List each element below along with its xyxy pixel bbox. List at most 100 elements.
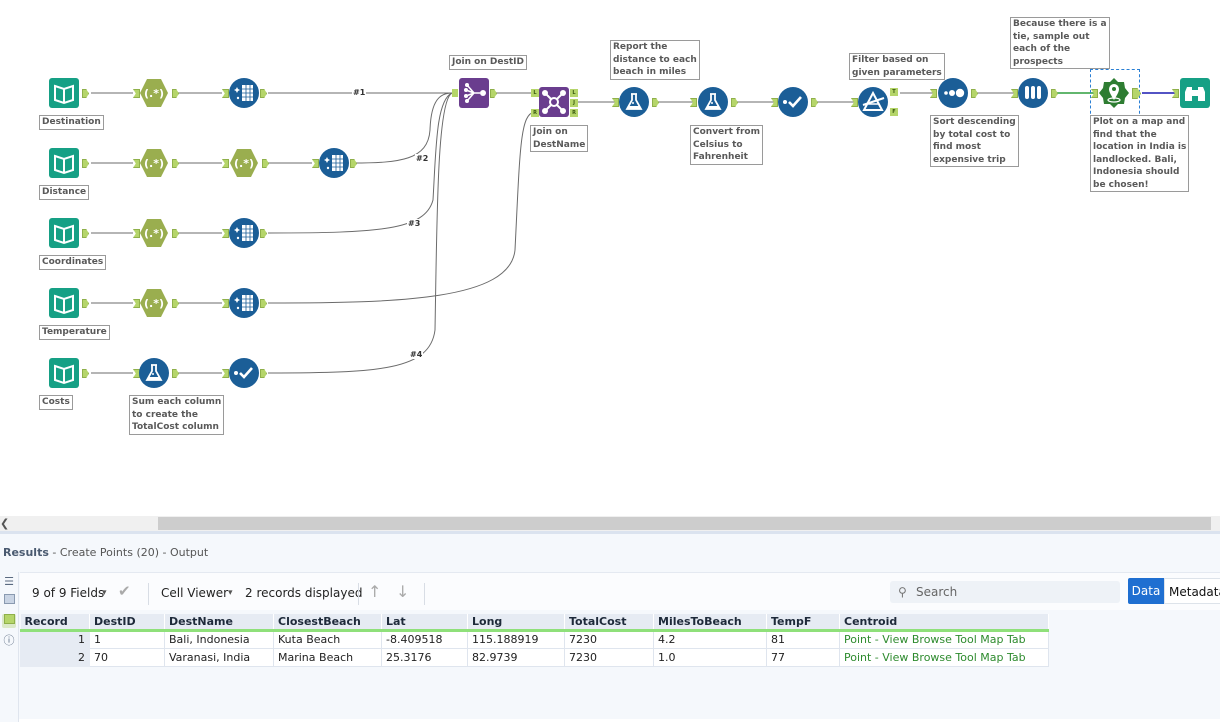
input-data-tool-costs[interactable]: [49, 358, 79, 388]
output-anchor[interactable]: [260, 89, 267, 98]
regex-tool[interactable]: (.*): [229, 148, 259, 178]
column-header[interactable]: TotalCost: [564, 614, 654, 632]
select-tool[interactable]: [229, 358, 259, 388]
tab-metadata[interactable]: Metadata: [1164, 578, 1220, 604]
select-tool[interactable]: [778, 87, 808, 117]
output-anchor[interactable]: [260, 299, 267, 308]
auto-field-tool[interactable]: [229, 78, 259, 108]
filter-tool[interactable]: [858, 87, 888, 117]
workflow-canvas[interactable]: Destination (.*) #1 Distance (.*) (.*) #…: [0, 0, 1220, 516]
list-icon[interactable]: ☰: [4, 575, 14, 588]
fields-dropdown[interactable]: 9 of 9 Fields: [32, 586, 105, 600]
table-cell[interactable]: 77: [766, 647, 840, 667]
browse-tool[interactable]: [1180, 78, 1210, 108]
join-join-output[interactable]: J: [570, 99, 578, 107]
table-cell-spatial[interactable]: Point - View Browse Tool Map Tab: [839, 647, 1049, 667]
output-anchor[interactable]: [82, 299, 89, 308]
output-anchor[interactable]: [731, 98, 738, 107]
input-anchor-icon[interactable]: [2, 594, 16, 608]
canvas-horizontal-scrollbar[interactable]: ❮: [0, 516, 1220, 531]
join-tool[interactable]: [539, 87, 569, 117]
table-cell[interactable]: -8.409518: [381, 629, 468, 649]
tab-data[interactable]: Data: [1128, 578, 1164, 604]
table-cell[interactable]: 1: [89, 629, 165, 649]
output-anchor[interactable]: [172, 159, 179, 168]
multi-input-anchor[interactable]: [452, 89, 458, 97]
chevron-down-icon[interactable]: ▾: [228, 588, 233, 598]
table-row[interactable]: 1 1 Bali, Indonesia Kuta Beach -8.409518…: [20, 629, 1049, 649]
table-cell[interactable]: 115.188919: [467, 629, 565, 649]
column-header[interactable]: Record: [20, 614, 90, 632]
help-icon[interactable]: ⓘ: [3, 634, 15, 647]
table-cell[interactable]: 81: [766, 629, 840, 649]
scrollbar-thumb[interactable]: [158, 517, 1211, 530]
scroll-left-icon[interactable]: ❮: [0, 517, 10, 530]
table-cell[interactable]: 4.2: [653, 629, 767, 649]
output-anchor[interactable]: [971, 89, 978, 98]
regex-tool[interactable]: (.*): [139, 218, 169, 248]
search-input[interactable]: ⚲Search: [890, 581, 1120, 603]
cell-viewer-dropdown[interactable]: Cell Viewer: [161, 586, 229, 600]
output-anchor[interactable]: [82, 369, 89, 378]
column-header[interactable]: Centroid: [839, 614, 1049, 632]
join-multiple-tool[interactable]: [459, 78, 489, 108]
table-cell[interactable]: 70: [89, 647, 165, 667]
arrow-down-icon[interactable]: ↓: [396, 582, 410, 601]
column-header[interactable]: DestID: [89, 614, 165, 632]
output-anchor[interactable]: [1132, 88, 1141, 99]
output-anchor[interactable]: [811, 98, 818, 107]
table-cell[interactable]: 25.3176: [381, 647, 468, 667]
output-anchor[interactable]: [172, 299, 179, 308]
output-anchor[interactable]: [262, 159, 269, 168]
column-header[interactable]: ClosestBeach: [273, 614, 382, 632]
output-anchor[interactable]: [172, 89, 179, 98]
auto-field-tool[interactable]: [229, 288, 259, 318]
input-data-tool-destination[interactable]: [49, 78, 79, 108]
table-cell[interactable]: Marina Beach: [273, 647, 382, 667]
table-cell[interactable]: 82.9739: [467, 647, 565, 667]
output-anchor[interactable]: [1051, 89, 1058, 98]
auto-field-tool[interactable]: [229, 218, 259, 248]
join-right-output[interactable]: R: [570, 109, 578, 117]
create-points-tool[interactable]: [1099, 78, 1129, 108]
output-anchor[interactable]: [260, 369, 267, 378]
column-header[interactable]: Lat: [381, 614, 468, 632]
table-cell-spatial[interactable]: Point - View Browse Tool Map Tab: [839, 629, 1049, 649]
column-header[interactable]: DestName: [164, 614, 274, 632]
input-data-tool-coordinates[interactable]: [49, 218, 79, 248]
join-right-input[interactable]: R: [531, 109, 539, 117]
regex-tool[interactable]: (.*): [139, 148, 169, 178]
output-anchor[interactable]: [490, 89, 497, 98]
table-cell[interactable]: 1.0: [653, 647, 767, 667]
output-anchor[interactable]: [260, 229, 267, 238]
table-cell[interactable]: Bali, Indonesia: [164, 629, 274, 649]
input-data-tool-distance[interactable]: [49, 148, 79, 178]
output-anchor[interactable]: [172, 369, 179, 378]
join-left-output[interactable]: L: [570, 89, 578, 97]
column-header[interactable]: MilesToBeach: [653, 614, 767, 632]
chevron-down-icon[interactable]: ▾: [102, 588, 107, 598]
arrow-up-icon[interactable]: ↑: [368, 582, 382, 601]
regex-tool[interactable]: (.*): [139, 78, 169, 108]
output-anchor[interactable]: [350, 159, 357, 168]
output-anchor[interactable]: [172, 229, 179, 238]
regex-tool[interactable]: (.*): [139, 288, 169, 318]
input-data-tool-temperature[interactable]: [49, 288, 79, 318]
join-left-input[interactable]: L: [531, 89, 539, 97]
table-cell[interactable]: Kuta Beach: [273, 629, 382, 649]
table-cell[interactable]: Varanasi, India: [164, 647, 274, 667]
filter-false-output[interactable]: F: [890, 108, 898, 116]
table-row[interactable]: 2 70 Varanasi, India Marina Beach 25.317…: [20, 647, 1049, 667]
table-cell[interactable]: 7230: [564, 629, 654, 649]
output-anchor[interactable]: [82, 89, 89, 98]
output-anchor[interactable]: [82, 229, 89, 238]
formula-tool[interactable]: [139, 358, 169, 388]
formula-tool-temperature[interactable]: [698, 87, 728, 117]
column-header[interactable]: TempF: [766, 614, 840, 632]
formula-tool-distance[interactable]: [619, 87, 649, 117]
filter-true-output[interactable]: T: [890, 88, 898, 96]
sample-tool[interactable]: [1018, 78, 1048, 108]
output-anchor-icon[interactable]: [2, 614, 16, 628]
output-anchor[interactable]: [82, 159, 89, 168]
sort-tool[interactable]: [938, 78, 968, 108]
